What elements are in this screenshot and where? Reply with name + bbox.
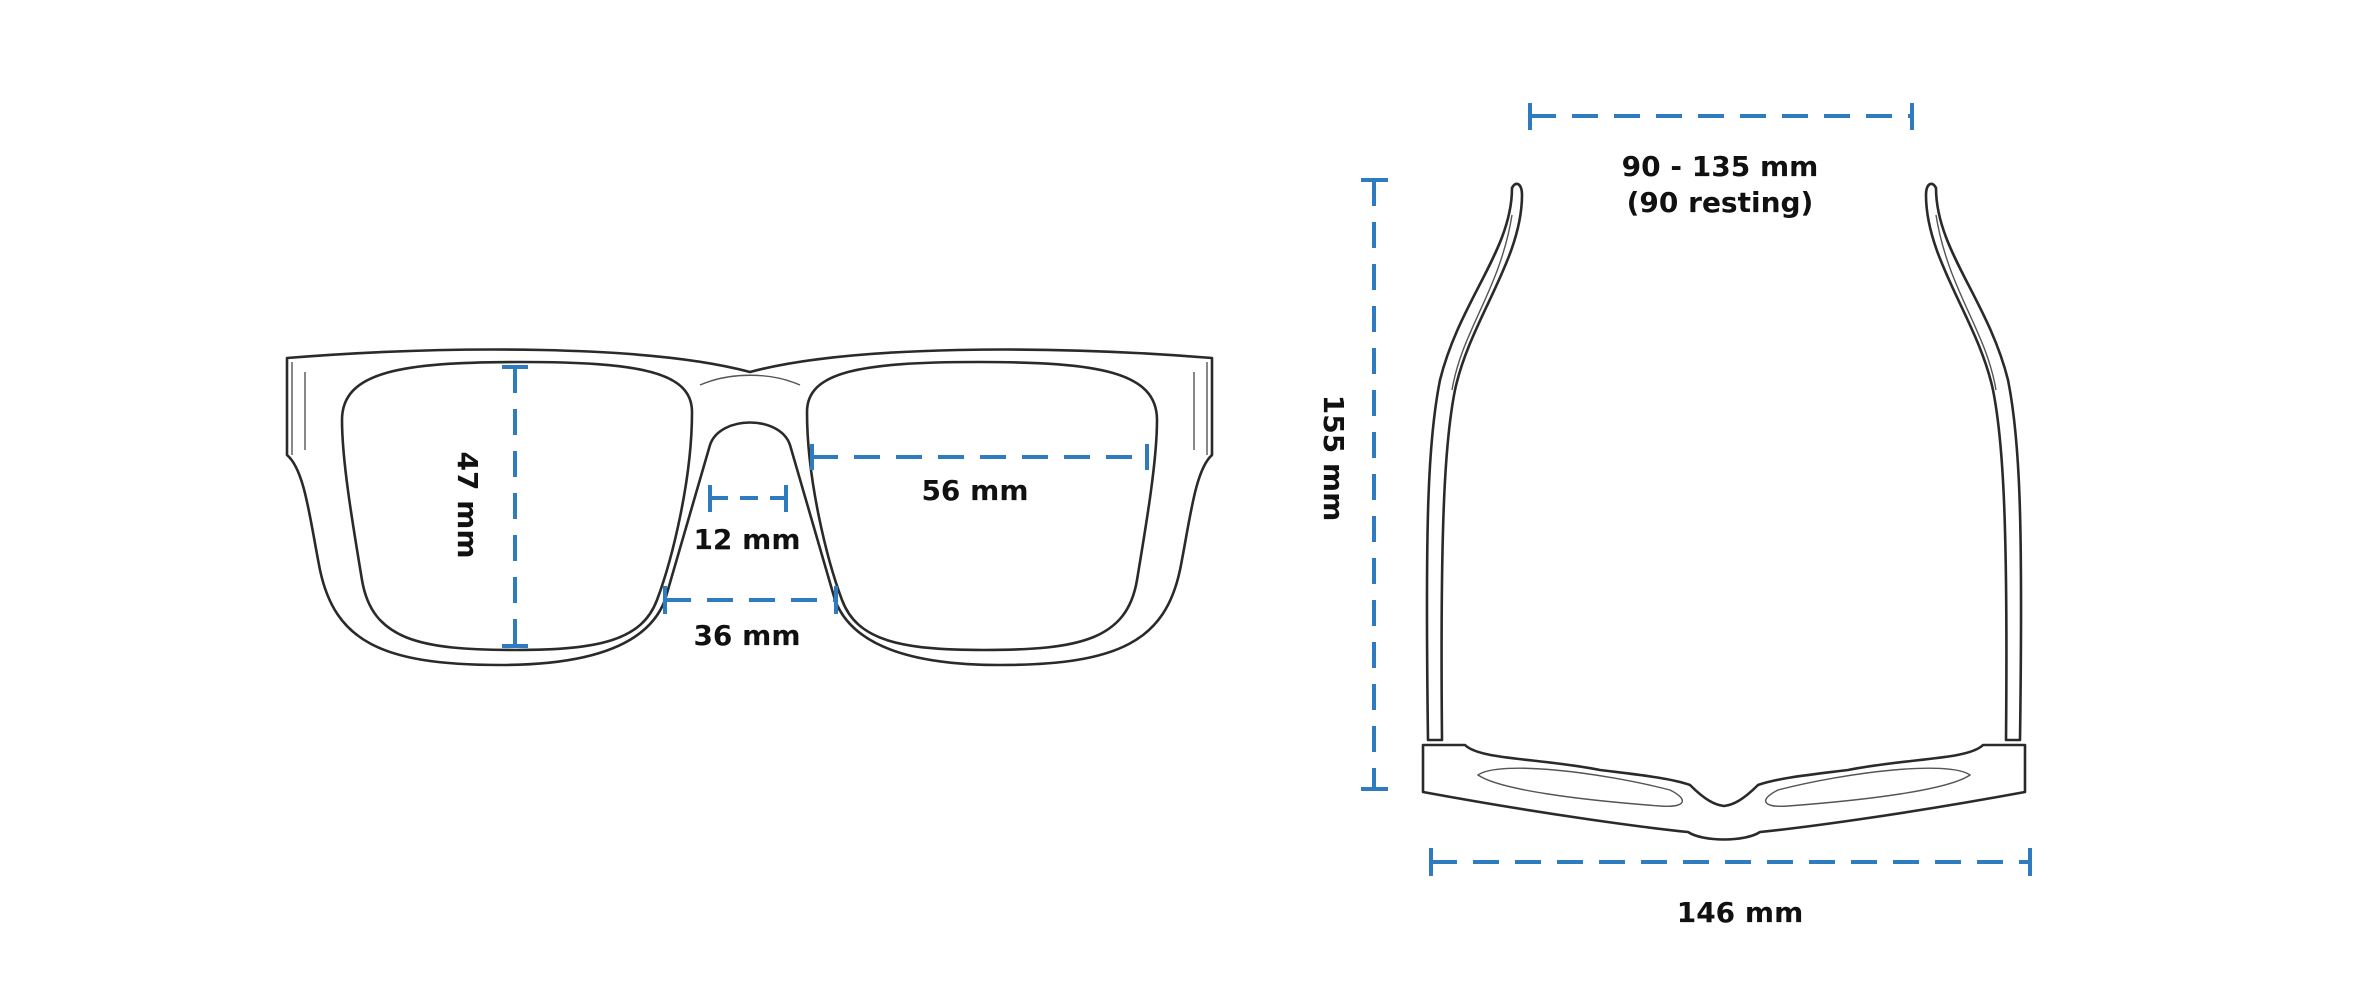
right-temple	[1924, 182, 2023, 742]
front-view-glasses	[285, 348, 1214, 667]
dimension-lens-width: 56 mm	[810, 444, 1149, 507]
frame-width-label: 146 mm	[1677, 896, 1804, 929]
bridge-width-label: 12 mm	[693, 523, 800, 556]
temple-spread-note: (90 resting)	[1627, 186, 1814, 219]
dimension-frame-width: 146 mm	[1429, 848, 2032, 929]
lens-height-label: 47 mm	[451, 451, 484, 558]
dimension-nose-width: 36 mm	[663, 586, 838, 652]
left-temple	[1425, 182, 1524, 742]
temple-length-label: 155 mm	[1317, 395, 1350, 522]
bridge-detail	[699, 374, 801, 386]
top-frame-front	[1421, 743, 2027, 841]
dimension-bridge-width: 12 mm	[693, 485, 801, 556]
dimension-temple-spread: 90 - 135 mm (90 resting)	[1528, 103, 1914, 219]
top-view-glasses	[1421, 182, 2027, 841]
temple-spread-label: 90 - 135 mm	[1622, 150, 1819, 183]
nose-width-label: 36 mm	[693, 619, 800, 652]
lens-width-label: 56 mm	[921, 474, 1028, 507]
dimension-lens-height: 47 mm	[451, 365, 528, 648]
dimension-temple-length: 155 mm	[1317, 178, 1388, 791]
